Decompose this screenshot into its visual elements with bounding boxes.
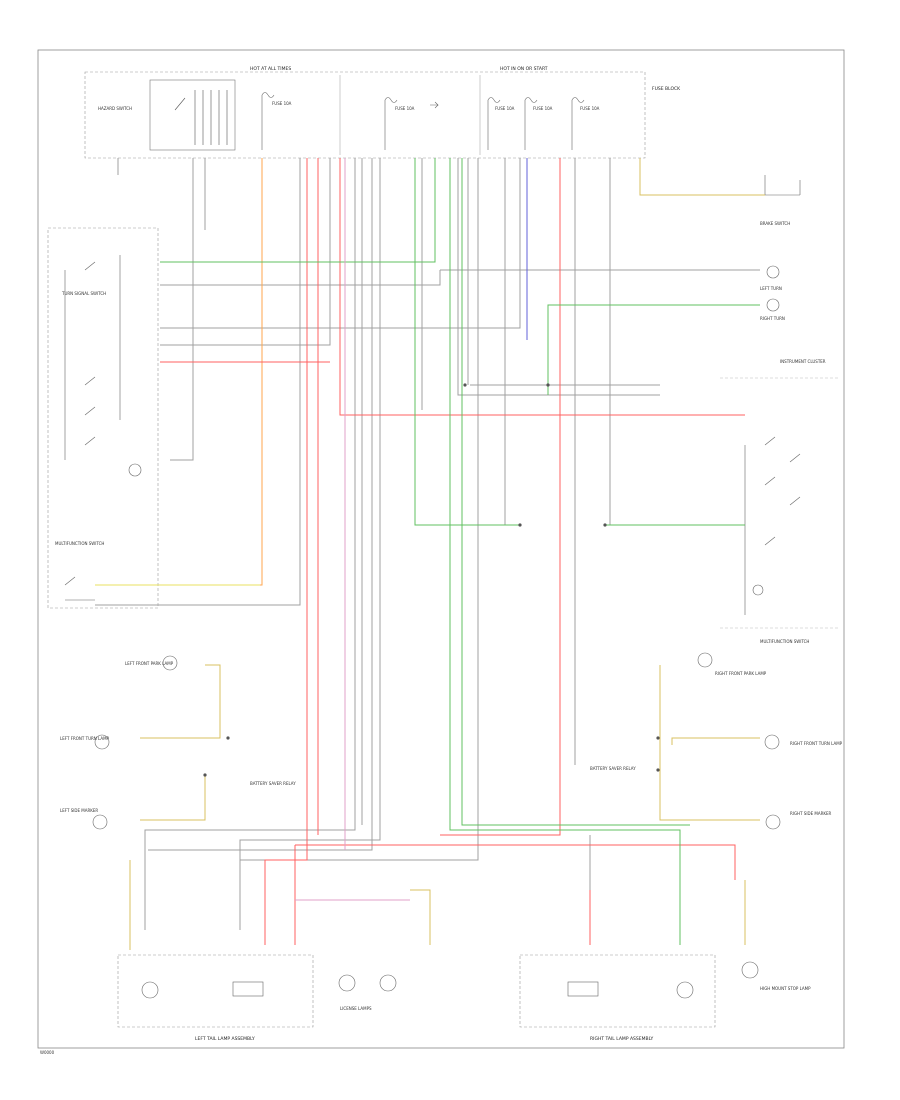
label-left-front-park: LEFT FRONT PARK LAMP	[125, 661, 174, 666]
label-fuse-e: FUSE 10A	[580, 106, 600, 111]
hazard-switch-box	[149, 79, 236, 151]
fuse-a	[261, 92, 275, 150]
label-license-lamps: LICENSE LAMPS	[340, 1006, 372, 1011]
diagram-border	[37, 49, 845, 1049]
label-battery-saver-b: BATTERY SAVER RELAY	[590, 766, 636, 771]
license-lamp-right-icon	[379, 974, 397, 992]
brake-switch: BRAKE SWITCH	[760, 175, 801, 226]
indicator-left-icon	[766, 265, 780, 279]
label-hazard-switch: HAZARD SWITCH	[98, 106, 132, 111]
left-backup-lamp-icon	[232, 981, 264, 997]
label-high-mount-stop: HIGH MOUNT STOP LAMP	[760, 986, 811, 991]
label-fuse-block: FUSE BLOCK	[652, 86, 681, 92]
label-indicator-right: RIGHT TURN	[760, 316, 785, 321]
left-front-park-lamp-icon	[162, 655, 178, 671]
multifunction-switch-right: MULTIFUNCTION SWITCH	[720, 436, 840, 644]
label-left-tail-lamp-assembly: LEFT TAIL LAMP ASSEMBLY	[195, 1036, 255, 1042]
left-side-marker-icon	[92, 814, 108, 830]
high-mount-stop-lamp: HIGH MOUNT STOP LAMP	[741, 961, 811, 991]
right-tail-lamp-assembly: RIGHT TAIL LAMP ASSEMBLY	[519, 954, 716, 1042]
label-fuse-d: FUSE 10A	[533, 106, 553, 111]
label-turn-signal-switch: TURN SIGNAL SWITCH	[61, 291, 106, 296]
left-stop-turn-lamp-icon	[141, 981, 159, 999]
footer-code: W0000	[40, 1050, 55, 1055]
label-right-front-park: RIGHT FRONT PARK LAMP	[715, 671, 767, 676]
fuse-c	[487, 97, 501, 150]
instrument-cluster: INSTRUMENT CLUSTER LEFT TURN RIGHT TURN	[720, 265, 840, 379]
right-front-lamps	[697, 652, 781, 830]
right-stop-turn-lamp-icon	[676, 981, 694, 999]
right-side-marker-icon	[765, 814, 781, 830]
high-mount-stop-lamp-icon	[741, 961, 759, 979]
indicator-right-icon	[766, 298, 780, 312]
license-lamp-left-icon	[338, 974, 356, 992]
fuse-e	[571, 97, 585, 150]
label-instrument-cluster: INSTRUMENT CLUSTER	[780, 359, 826, 364]
label-multifunction-switch-r: MULTIFUNCTION SWITCH	[760, 639, 809, 644]
license-lamps: LICENSE LAMPS	[338, 974, 397, 1011]
label-right-side-marker: RIGHT SIDE MARKER	[790, 811, 831, 816]
relay-box	[430, 101, 439, 109]
label-right-tail-lamp-assembly: RIGHT TAIL LAMP ASSEMBLY	[590, 1036, 653, 1042]
left-front-lamps	[92, 655, 178, 830]
label-brake-switch: BRAKE SWITCH	[760, 221, 790, 226]
hazard-switch-contacts	[174, 90, 228, 145]
fuse-block: HOT AT ALL TIMES HOT IN ON OR START FUSE…	[84, 66, 681, 159]
right-front-park-lamp-icon	[697, 652, 713, 668]
wires	[95, 158, 765, 950]
multifunction-switch-left: TURN SIGNAL SWITCH MULTIFUNCTION SWITCH	[47, 227, 159, 609]
label-multifunction-switch: MULTIFUNCTION SWITCH	[55, 541, 104, 546]
left-tail-lamp-assembly: LEFT TAIL LAMP ASSEMBLY	[117, 954, 314, 1042]
label-hot-acc: HOT IN ON OR START	[500, 66, 548, 72]
fuse-d	[524, 97, 538, 150]
label-left-front-turn: LEFT FRONT TURN LAMP	[60, 736, 110, 741]
right-front-turn-lamp-icon	[764, 734, 780, 750]
fuse-b	[384, 97, 398, 150]
label-left-side-marker: LEFT SIDE MARKER	[60, 808, 98, 813]
label-indicator-left: LEFT TURN	[760, 286, 782, 291]
label-hot-run: HOT AT ALL TIMES	[250, 66, 291, 72]
label-battery-saver-a: BATTERY SAVER RELAY	[250, 781, 296, 786]
left-front-turn-lamp-icon	[94, 734, 110, 750]
label-fuse-a: FUSE 10A	[272, 101, 292, 106]
label-right-front-turn: RIGHT FRONT TURN LAMP	[790, 741, 843, 746]
splice-points	[203, 383, 660, 777]
label-fuse-c: FUSE 10A	[495, 106, 515, 111]
right-backup-lamp-icon	[567, 981, 599, 997]
label-fuse-b: FUSE 10A	[395, 106, 415, 111]
